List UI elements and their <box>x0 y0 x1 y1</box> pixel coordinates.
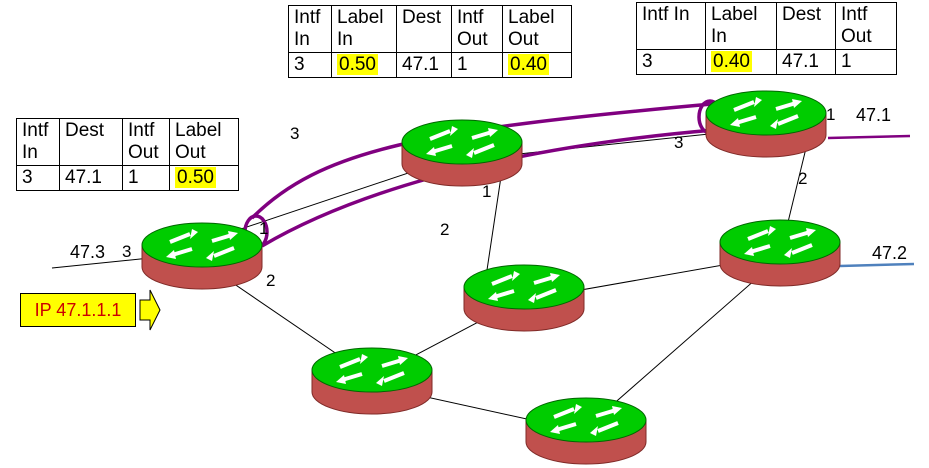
intf-egress-in: 3 <box>674 133 684 152</box>
intf-ingress-in: 3 <box>122 242 132 261</box>
intf-mid-lower: 2 <box>440 220 450 239</box>
middle-header-intf-in: Intf In <box>288 5 332 53</box>
router-center <box>462 263 586 333</box>
link-47-3 <box>51 257 151 269</box>
ingress-header-label-out: Label Out <box>169 118 239 166</box>
ingress-header-intf-in: Intf In <box>16 118 60 166</box>
egress-header-dest: Dest <box>776 2 836 50</box>
router-bottom <box>524 396 648 466</box>
middle-header-label-in: Label In <box>331 5 397 53</box>
ingress-header-intf-out: Intf Out <box>122 118 170 166</box>
link-right-bottom <box>585 257 781 429</box>
intf-ingress-out-bottom: 2 <box>266 271 276 290</box>
egress-header-intf-in: Intf In <box>636 2 706 50</box>
link-47-2 <box>839 262 915 268</box>
ingress-cell-intf-out: 1 <box>122 165 170 191</box>
middle-cell-label-in: 0.50 <box>337 54 378 75</box>
ingress-cell-dest: 47.1 <box>59 165 123 191</box>
middle-cell-intf-in: 3 <box>288 52 332 78</box>
ingress-cell-intf-in: 3 <box>16 165 60 191</box>
ingress-cell-label-out: 0.50 <box>175 167 216 188</box>
ingress-header-dest: Dest <box>59 118 123 166</box>
network-47-1-label: 47.1 <box>856 105 892 125</box>
middle-cell-intf-out: 1 <box>451 52 503 78</box>
middle-cell-label-out: 0.40 <box>508 54 549 75</box>
intf-mid-out: 1 <box>482 182 492 201</box>
middle-header-intf-out: Intf Out <box>451 5 503 53</box>
lsp-tunnel-upper <box>250 102 713 220</box>
intf-egress-out: 1 <box>826 105 836 124</box>
router-egress <box>704 89 828 159</box>
intf-mid-upper: 3 <box>290 124 300 143</box>
middle-header-label-out: Label Out <box>502 5 572 53</box>
router-right <box>718 218 842 288</box>
egress-cell-label-in: 0.40 <box>711 51 752 72</box>
intf-ingress-out-top: 1 <box>259 219 269 238</box>
egress-cell-intf-out: 1 <box>835 49 897 75</box>
packet-arrow-icon <box>139 289 161 331</box>
ip-packet-label: IP 47.1.1.1 <box>20 293 136 327</box>
egress-cell-dest: 47.1 <box>776 49 836 75</box>
router-ingress <box>140 221 264 291</box>
middle-table: Intf In Label In Dest Intf Out Label Out… <box>288 5 572 78</box>
router-middle <box>400 118 524 188</box>
middle-cell-dest: 47.1 <box>396 52 452 78</box>
network-47-3-label: 47.3 <box>70 242 106 262</box>
ingress-table: Intf In Dest Intf Out Label Out 3 47.1 1… <box>16 118 239 191</box>
egress-header-label-in: Label In <box>705 2 777 50</box>
link-47-1 <box>827 134 911 140</box>
middle-header-dest: Dest <box>396 5 452 53</box>
router-bottom-left <box>310 346 434 416</box>
egress-table: Intf In Label In Dest Intf Out 3 0.40 47… <box>636 2 897 75</box>
network-47-2-label: 47.2 <box>872 243 908 263</box>
intf-egress-down: 2 <box>798 169 808 188</box>
egress-header-intf-out: Intf Out <box>835 2 897 50</box>
egress-cell-intf-in: 3 <box>636 49 706 75</box>
